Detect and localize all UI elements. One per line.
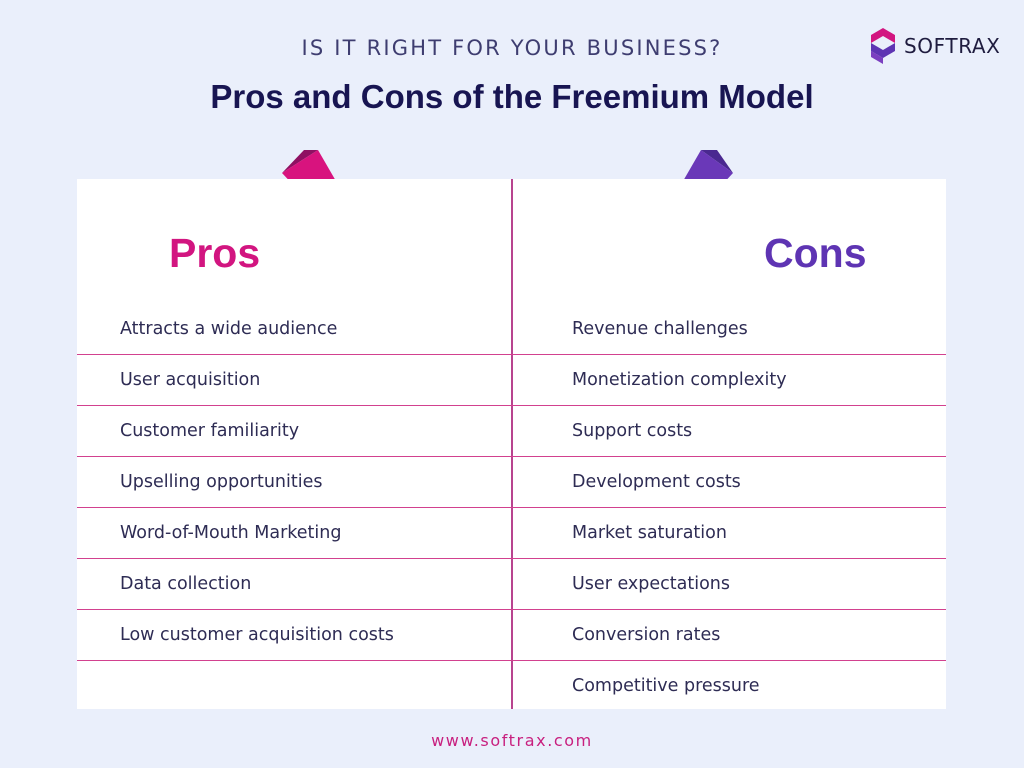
cons-heading: Cons	[764, 230, 867, 276]
pro-item: Data collection	[120, 574, 252, 594]
table-row: Attracts a wide audience Revenue challen…	[77, 304, 946, 355]
con-item: Conversion rates	[572, 625, 721, 645]
eyebrow-heading: IS IT RIGHT FOR YOUR BUSINESS?	[301, 36, 723, 60]
table-row: Word-of-Mouth Marketing Market saturatio…	[77, 508, 946, 559]
s-hexagon-logo-icon	[871, 28, 895, 64]
pro-item: Word-of-Mouth Marketing	[120, 523, 342, 543]
con-item: Development costs	[572, 472, 741, 492]
table-row: Customer familiarity Support costs	[77, 406, 946, 457]
column-divider	[511, 179, 513, 709]
con-item: Competitive pressure	[572, 676, 760, 696]
pro-item: Upselling opportunities	[120, 472, 323, 492]
pros-heading: Pros	[169, 230, 261, 276]
pro-item: Low customer acquisition costs	[120, 625, 394, 645]
con-item: Support costs	[572, 421, 693, 441]
con-item: Monetization complexity	[572, 370, 787, 390]
pro-item: Attracts a wide audience	[120, 319, 338, 339]
table-row: Upselling opportunities Development cost…	[77, 457, 946, 508]
brand-name: SOFTRAX	[904, 34, 1001, 58]
table-rows: Attracts a wide audience Revenue challen…	[77, 304, 946, 711]
con-item: Market saturation	[572, 523, 727, 543]
table-row: User acquisition Monetization complexity	[77, 355, 946, 406]
con-item: User expectations	[572, 574, 730, 594]
table-row: Low customer acquisition costs Conversio…	[77, 610, 946, 661]
footer-url-link[interactable]: www.softrax.com	[431, 731, 593, 750]
brand-logo[interactable]: SOFTRAX	[868, 24, 1018, 68]
page-title: Pros and Cons of the Freemium Model	[210, 78, 814, 115]
con-item: Revenue challenges	[572, 319, 748, 339]
table-row: Data collection User expectations	[77, 559, 946, 610]
table-row: Competitive pressure	[77, 661, 946, 711]
pro-item: User acquisition	[120, 370, 261, 390]
pro-item: Customer familiarity	[120, 421, 300, 441]
pros-cons-table: Pros Cons Attracts a wide audience Reven…	[77, 179, 946, 709]
